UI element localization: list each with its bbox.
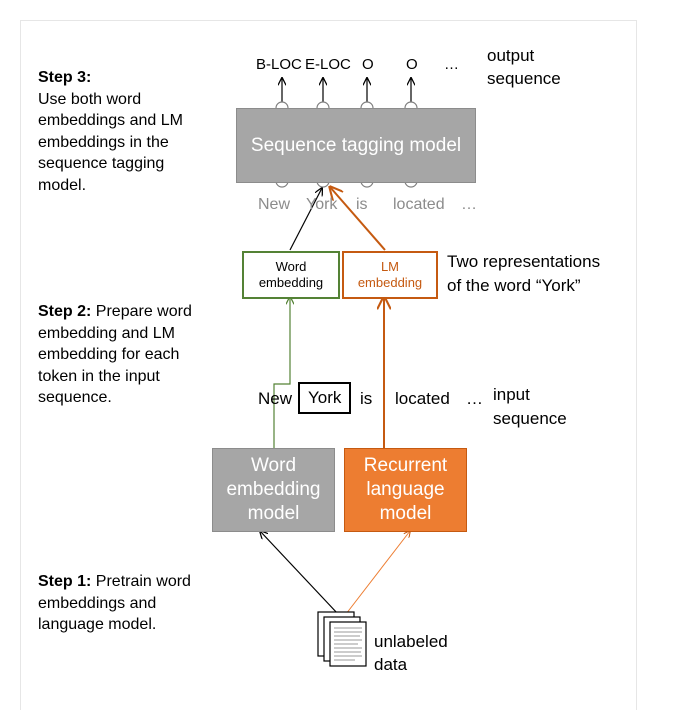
tagger-input-token: … (461, 196, 477, 213)
document-stack-icon (317, 611, 367, 667)
input-token: New (258, 389, 293, 408)
input-token: … (466, 389, 483, 408)
output-tag: O (362, 56, 374, 73)
diagram-frame (20, 20, 637, 710)
data-to-lm-model-arrow (345, 531, 410, 615)
step3-title: Step 3: (38, 69, 92, 86)
step1-text: Step 1: Pretrain word embeddings and lan… (38, 571, 238, 636)
word-model-label: model (247, 503, 300, 524)
step3-line: embeddings in the (38, 133, 169, 151)
lm-model-label: Recurrent (363, 455, 448, 476)
step2-line: sequence. (38, 389, 112, 406)
word-embedding-label: embedding (258, 275, 324, 290)
step2-text: Step 2: Prepare word embedding and LM em… (38, 301, 238, 409)
step3-text: Step 3: Use both word embeddings and LM … (38, 67, 238, 196)
step2-line: embedding and LM (38, 324, 175, 342)
word-embedding-label: Word (275, 259, 307, 274)
output-sequence-label: output sequence (487, 44, 561, 90)
output-label-line: output (487, 46, 535, 65)
output-tag: O (406, 56, 418, 73)
step3-line: sequence tagging (38, 155, 165, 172)
step2-line: embedding for each (38, 346, 180, 363)
step1-line: embeddings and (38, 594, 157, 612)
input-token-highlighted: York (298, 382, 352, 414)
step2-line: Prepare word (91, 303, 192, 320)
step1-line: Pretrain word (91, 573, 191, 590)
step3-line: Use both word (38, 90, 142, 108)
output-label-line: sequence (487, 69, 561, 88)
lm-model-label: language (366, 479, 445, 500)
step2-line: token in the input (38, 367, 160, 385)
two-representations-label: Two representations of the word “York” (447, 250, 600, 298)
tagger-input-token: is (356, 196, 368, 213)
two-repr-line: Two representations (447, 252, 601, 271)
lm-model-label: model (379, 503, 432, 524)
lm-emb-to-tagger-arrow (330, 187, 386, 251)
lm-embedding-label: embedding (357, 275, 423, 290)
word-embedding-model-box: Word embedding model (212, 448, 335, 532)
step1-line: language model. (38, 616, 157, 633)
output-tag: … (444, 56, 459, 73)
step1-title: Step 1: (38, 573, 92, 590)
lm-embedding-label: LM (380, 259, 400, 274)
input-sequence-label: input sequence (493, 383, 567, 431)
unlabeled-line: data (374, 655, 408, 674)
input-label-line: input (493, 385, 530, 404)
sequence-tagging-model-label: Sequence tagging model (250, 134, 462, 156)
word-embedding-box: Word embedding (242, 251, 340, 299)
word-model-to-embedding-arrow (273, 297, 290, 448)
sequence-tagging-model-box: Sequence tagging model (236, 108, 476, 183)
word-emb-to-tagger-arrow (289, 188, 322, 251)
word-model-label: Word (250, 455, 297, 476)
tagger-input-token: located (393, 196, 445, 213)
input-token: located (395, 389, 450, 408)
recurrent-language-model-box: Recurrent language model (344, 448, 467, 532)
output-arrows (282, 78, 411, 102)
unlabeled-line: unlabeled (374, 632, 448, 651)
output-tag: E-LOC (305, 56, 351, 73)
word-model-label: embedding (226, 479, 321, 500)
tagger-input-token: New (258, 196, 291, 213)
data-to-word-model-arrow (260, 531, 339, 615)
tagger-input-token: York (306, 196, 338, 213)
two-repr-line: of the word “York” (447, 276, 581, 295)
input-token: is (360, 389, 373, 408)
step2-title: Step 2: (38, 303, 92, 320)
output-tag: B-LOC (256, 56, 302, 73)
step3-line: embeddings and LM (38, 112, 183, 129)
step3-line: model. (38, 176, 87, 194)
lm-embedding-box: LM embedding (342, 251, 438, 299)
unlabeled-data-label: unlabeled data (374, 630, 448, 676)
input-label-line: sequence (493, 409, 567, 428)
